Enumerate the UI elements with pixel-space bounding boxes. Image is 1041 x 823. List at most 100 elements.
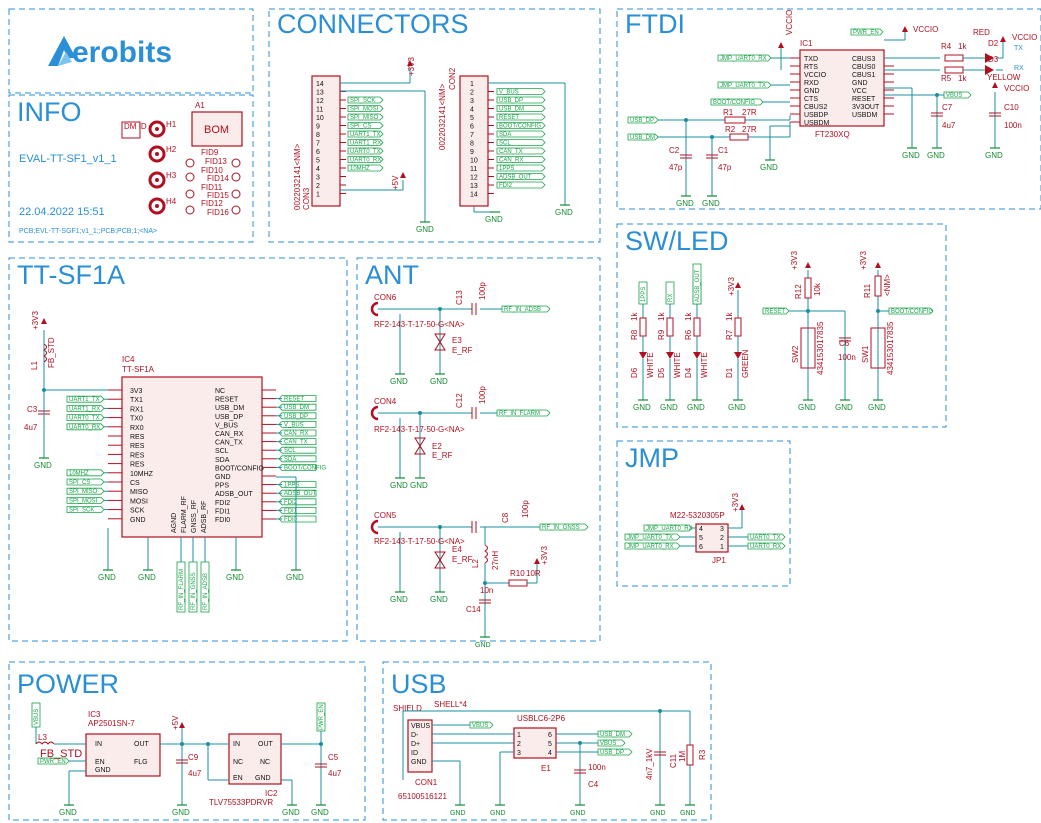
ttsf1a-left-pin-9: 10MHZ: [130, 471, 154, 478]
l3-ref: L3: [38, 733, 47, 742]
d2-led-icon: [985, 53, 994, 63]
ttsf1a-left-pin-12: MOSI: [130, 498, 148, 505]
ic3-pin-in: IN: [95, 741, 102, 748]
con3-name: CON3: [302, 187, 311, 210]
ant-gnd-con-adsb: GND: [390, 377, 408, 386]
con2-net-3: RESET: [496, 113, 546, 121]
c12-val: 100p: [478, 386, 487, 404]
section-title-ttsf1a: TT-SF1A: [17, 260, 125, 290]
ttsf1a-right-net-6: SCL: [278, 446, 317, 454]
c8-val: 100p: [521, 500, 530, 518]
con2-net-4-text: BOOT/CONFIG: [499, 124, 541, 130]
ttsf1a-right-net-10: ADSB_OUT: [278, 489, 317, 497]
ttsf1a-left-net-3: UART0_RX: [66, 423, 105, 431]
con2-gnd-b: GND: [485, 215, 503, 224]
e1-part: USBLC6-2P6: [517, 714, 566, 723]
ttsf1a-left-pin-5: RES: [130, 434, 145, 441]
jp1-header: [695, 523, 729, 553]
con2-pin-6: 6: [470, 124, 474, 131]
led-color-1: WHITE: [673, 352, 682, 378]
con3-net-6: UART1_RX: [347, 139, 384, 147]
ic3-part: AP2501SN-7: [88, 719, 135, 728]
l2-inductor-icon: [484, 544, 488, 564]
ic2-pin-en: EN: [233, 775, 243, 782]
sw1-ref: SW1: [861, 345, 870, 363]
con3-pin-8: 8: [316, 132, 320, 139]
con2-net-2-text: USB_DM: [499, 107, 524, 113]
sw-boot-label: BOOT/CONFIG: [891, 309, 933, 315]
ttsf1a-left-net-7-text: SPI_MOSI: [69, 498, 98, 504]
power-net-labels: VBUS PWR_EN PWR_EN: [31, 702, 326, 765]
c2-ref: C2: [669, 146, 680, 155]
e1-pin5: 5: [548, 741, 552, 748]
d2-ref: D2: [988, 39, 999, 48]
fid12: FID12: [201, 199, 223, 208]
sw1-part: 434153017835: [886, 321, 895, 375]
con2-net-9-text: 1PPS: [499, 166, 514, 172]
tvs-diode-icon: [414, 437, 426, 455]
jp1-pin2: 2: [720, 535, 724, 542]
section-title-usb: USB: [391, 669, 447, 699]
r2-ref: R2: [725, 125, 736, 134]
usb-net-dp: USB_DP: [600, 750, 624, 756]
c6-val: 100n: [838, 353, 856, 362]
ftdi-left-pin-0: TXD: [804, 56, 818, 63]
con2-net-4: BOOT/CONFIG: [496, 122, 546, 130]
ttsf1a-left-pin-11: MISO: [130, 489, 148, 496]
sw1-gnd: GND: [868, 403, 886, 412]
ttsf1a-gnd-c3: GND: [34, 461, 52, 470]
con3-part: 0022032141<NM>: [293, 143, 302, 210]
con3-net-1-text: SPI_SCK: [350, 98, 375, 104]
ttsf1a-right-pin-4: V_BUS: [215, 422, 238, 429]
con2-net-8-text: CAN_RX: [499, 158, 523, 164]
hole-h3: H3: [166, 171, 177, 180]
usb-con-ref: CON1: [415, 778, 438, 787]
con2-net-10: ADSB_OUT: [496, 173, 546, 181]
con3-net-8: UART0_RX: [347, 156, 384, 164]
con3-net-7-text: UART0_TX: [350, 149, 381, 155]
led-res-val-0: 1k: [630, 312, 639, 321]
con2-pin-14: 14: [470, 192, 478, 199]
ant-net-labels: RF_IN_ADSB RF_IN_FLARM RF_IN_GNSS: [496, 305, 589, 531]
aerobits-logo: erobits: [48, 36, 172, 69]
ftdi-left-pin-4: GND: [804, 88, 820, 95]
ttsf1a-right-net-10-text: ADSB_OUT: [284, 491, 317, 497]
net-rf-in-gnss: RF_IN_GNSS: [542, 525, 580, 531]
dm-id-box: [121, 121, 141, 139]
tvs-diode-icon: [434, 551, 446, 569]
bom-label: BOM: [204, 124, 229, 136]
c5-ref: C5: [328, 753, 339, 762]
ttsf1a-right-pin-1: RESET: [215, 397, 239, 404]
jp1-pin5: 5: [699, 535, 703, 542]
sw2-switch: [800, 327, 816, 369]
led-icon: [693, 352, 701, 359]
ic2-part: TLV75533PDRVR: [209, 798, 273, 807]
power-pwr-en-right: PWR_EN: [319, 704, 325, 730]
con3-5v: +5V: [391, 175, 400, 190]
ttsf1a-left-net-5-text: SPI_CS: [69, 480, 90, 486]
net-rf-in-flarm: RF_IN_FLARM: [499, 411, 540, 417]
led-color-0: WHITE: [646, 352, 655, 378]
con3-gnd: GND: [416, 225, 434, 234]
ttsf1a-left-net-0: UART1_TX: [66, 395, 105, 403]
r11-val: <NM>: [883, 274, 892, 296]
ttsf1a-bottom-pin-2: GNSS_RF: [191, 500, 198, 533]
r10-val: 10R: [526, 569, 541, 578]
ttsf1a-left-net-4-text: 10MHZ: [69, 471, 89, 477]
rf-connector-icon: [370, 405, 379, 421]
fid16: FID16: [207, 208, 229, 217]
sw-reset-label: RESET: [765, 309, 785, 315]
c13-ref: C13: [455, 290, 464, 305]
c10-val: 100n: [1004, 121, 1022, 130]
fid11: FID11: [201, 183, 223, 192]
con3-pin-4: 4: [316, 166, 320, 173]
fid14: FID14: [207, 174, 229, 183]
con2-net-0: V_BUS: [496, 88, 546, 96]
power-5v: +5V: [171, 715, 180, 730]
ttsf1a-right-pin-8: SDA: [215, 457, 230, 464]
ttsf1a-bottom-pin-3: ADSB_RF: [201, 501, 208, 533]
ant-gnd-con-flarm: GND: [390, 481, 408, 490]
e1-ref: E1: [541, 764, 551, 773]
con3-net-9-text: 10MHZ: [350, 166, 370, 172]
